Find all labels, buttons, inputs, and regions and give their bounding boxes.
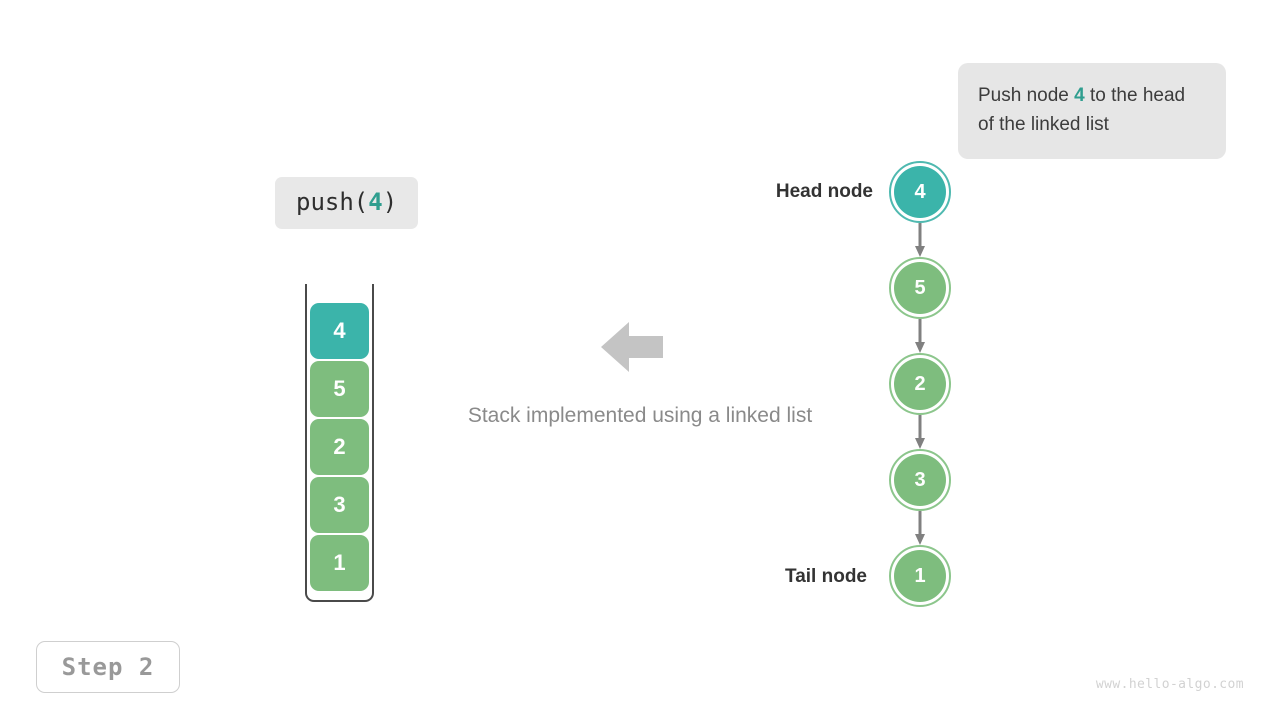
tooltip-text-before: Push node bbox=[978, 85, 1075, 106]
head-node-label: Head node bbox=[775, 181, 873, 202]
step-badge: Step 2 bbox=[36, 641, 180, 693]
linked-list-node-value: 4 bbox=[914, 180, 926, 203]
linked-list-node: 2 bbox=[889, 353, 951, 415]
operation-fn-open: push( bbox=[296, 188, 369, 216]
operation-fn-close: ) bbox=[382, 188, 398, 216]
linked-list-node: 3 bbox=[889, 449, 951, 511]
linked-list-connector-arrow-icon bbox=[913, 223, 927, 257]
step-badge-label: Step 2 bbox=[61, 653, 155, 681]
linked-list-node: 1 bbox=[889, 545, 951, 607]
linked-list-node: 4 bbox=[889, 161, 951, 223]
annotation-tooltip: Push node 4 to the head of the linked li… bbox=[958, 63, 1226, 159]
stack-container-frame bbox=[305, 284, 374, 602]
linked-list-node-value: 3 bbox=[914, 468, 926, 491]
stack-cell-value: 4 bbox=[333, 318, 346, 343]
linked-list-connector-arrow-icon bbox=[913, 415, 927, 449]
linked-list-node-body: 4 bbox=[894, 166, 946, 218]
linked-list-node-value: 1 bbox=[914, 564, 926, 587]
operation-argument: 4 bbox=[368, 188, 383, 216]
linked-list-node: 5 bbox=[889, 257, 951, 319]
stack-cell: 4 bbox=[310, 303, 369, 359]
stack-cell-value: 2 bbox=[333, 434, 346, 459]
linked-list-connector-arrow-icon bbox=[913, 511, 927, 545]
stack-cell-value: 5 bbox=[333, 376, 346, 401]
tooltip-text-after: to the head of the linked list bbox=[978, 85, 1186, 135]
diagram-caption: Stack implemented using a linked list bbox=[467, 404, 813, 427]
stack-cell-value: 1 bbox=[333, 550, 346, 575]
tail-node-label: Tail node bbox=[785, 566, 867, 587]
stack-cell: 2 bbox=[310, 419, 369, 475]
watermark: www.hello-algo.com bbox=[1095, 677, 1244, 692]
stack-cell: 3 bbox=[310, 477, 369, 533]
linked-list-node-value: 2 bbox=[914, 372, 926, 395]
linked-list-node-body: 3 bbox=[894, 454, 946, 506]
linked-list-node-body: 1 bbox=[894, 550, 946, 602]
stack-cell-value: 3 bbox=[333, 492, 346, 517]
operation-pill: push(4) bbox=[275, 177, 419, 229]
tooltip-accent-value: 4 bbox=[1074, 85, 1085, 106]
linked-list-node-body: 5 bbox=[894, 262, 946, 314]
equivalence-arrow-left-icon bbox=[601, 318, 663, 376]
linked-list-node-body: 2 bbox=[894, 358, 946, 410]
stack-cell: 5 bbox=[310, 361, 369, 417]
stack-cell-list: 4 5 2 3 1 bbox=[310, 303, 369, 593]
linked-list-connector-arrow-icon bbox=[913, 319, 927, 353]
stack-cell: 1 bbox=[310, 535, 369, 591]
linked-list-node-value: 5 bbox=[914, 276, 926, 299]
